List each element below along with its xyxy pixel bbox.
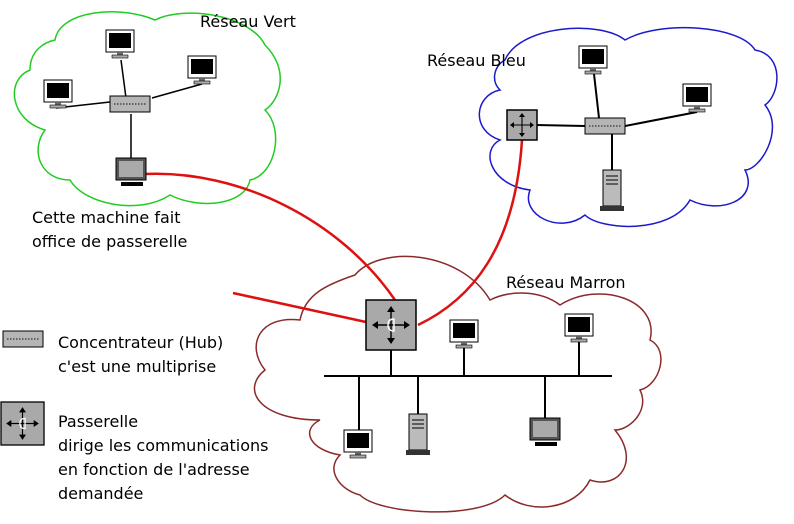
blue-network-cloud [478, 26, 778, 228]
blue-pc-right [682, 83, 712, 113]
brown-pc-top-right [564, 313, 594, 343]
blue-network-label: Réseau Bleu [427, 51, 526, 70]
blue-network-cables [535, 73, 698, 170]
green-pc-top [105, 29, 135, 59]
brown-network-label: Réseau Marron [506, 273, 626, 292]
green-gateway-machine [115, 157, 147, 187]
blue-gateway [506, 109, 538, 141]
brown-laptop [529, 417, 561, 447]
legend-gateway-desc-1: dirige les communications [58, 436, 269, 455]
brown-to-blue-link [417, 139, 524, 327]
annotation-line-2: office de passerelle [32, 232, 187, 251]
legend-hub-title: Concentrateur (Hub) [58, 333, 223, 352]
green-pc-right [187, 55, 217, 85]
legend-hub-icon [2, 330, 44, 348]
green-network-cloud [13, 11, 281, 207]
blue-pc-top [578, 45, 608, 75]
legend-hub-desc: c'est une multiprise [58, 357, 216, 376]
brown-network-cables [324, 342, 612, 430]
green-hub [109, 95, 151, 113]
annotation-line-1: Cette machine fait [32, 208, 181, 227]
legend-gateway-icon [0, 401, 45, 446]
legend-gateway-title: Passerelle [58, 412, 138, 431]
legend: Concentrateur (Hub) c'est une multiprise… [0, 330, 269, 503]
brown-pc-top-left [449, 319, 479, 349]
green-to-brown-link [144, 172, 397, 301]
blue-hub [584, 117, 626, 135]
legend-gateway-desc-2: en fonction de l'adresse [58, 460, 250, 479]
brown-pc-bottom-left [343, 429, 373, 459]
external-link [232, 291, 367, 324]
brown-network-cloud [253, 255, 662, 513]
legend-gateway-desc-3: demandée [58, 484, 143, 503]
blue-server [599, 169, 625, 212]
green-pc-left [43, 79, 73, 109]
green-network-label: Réseau Vert [200, 12, 296, 31]
brown-gateway [365, 299, 417, 351]
brown-server [405, 413, 431, 456]
